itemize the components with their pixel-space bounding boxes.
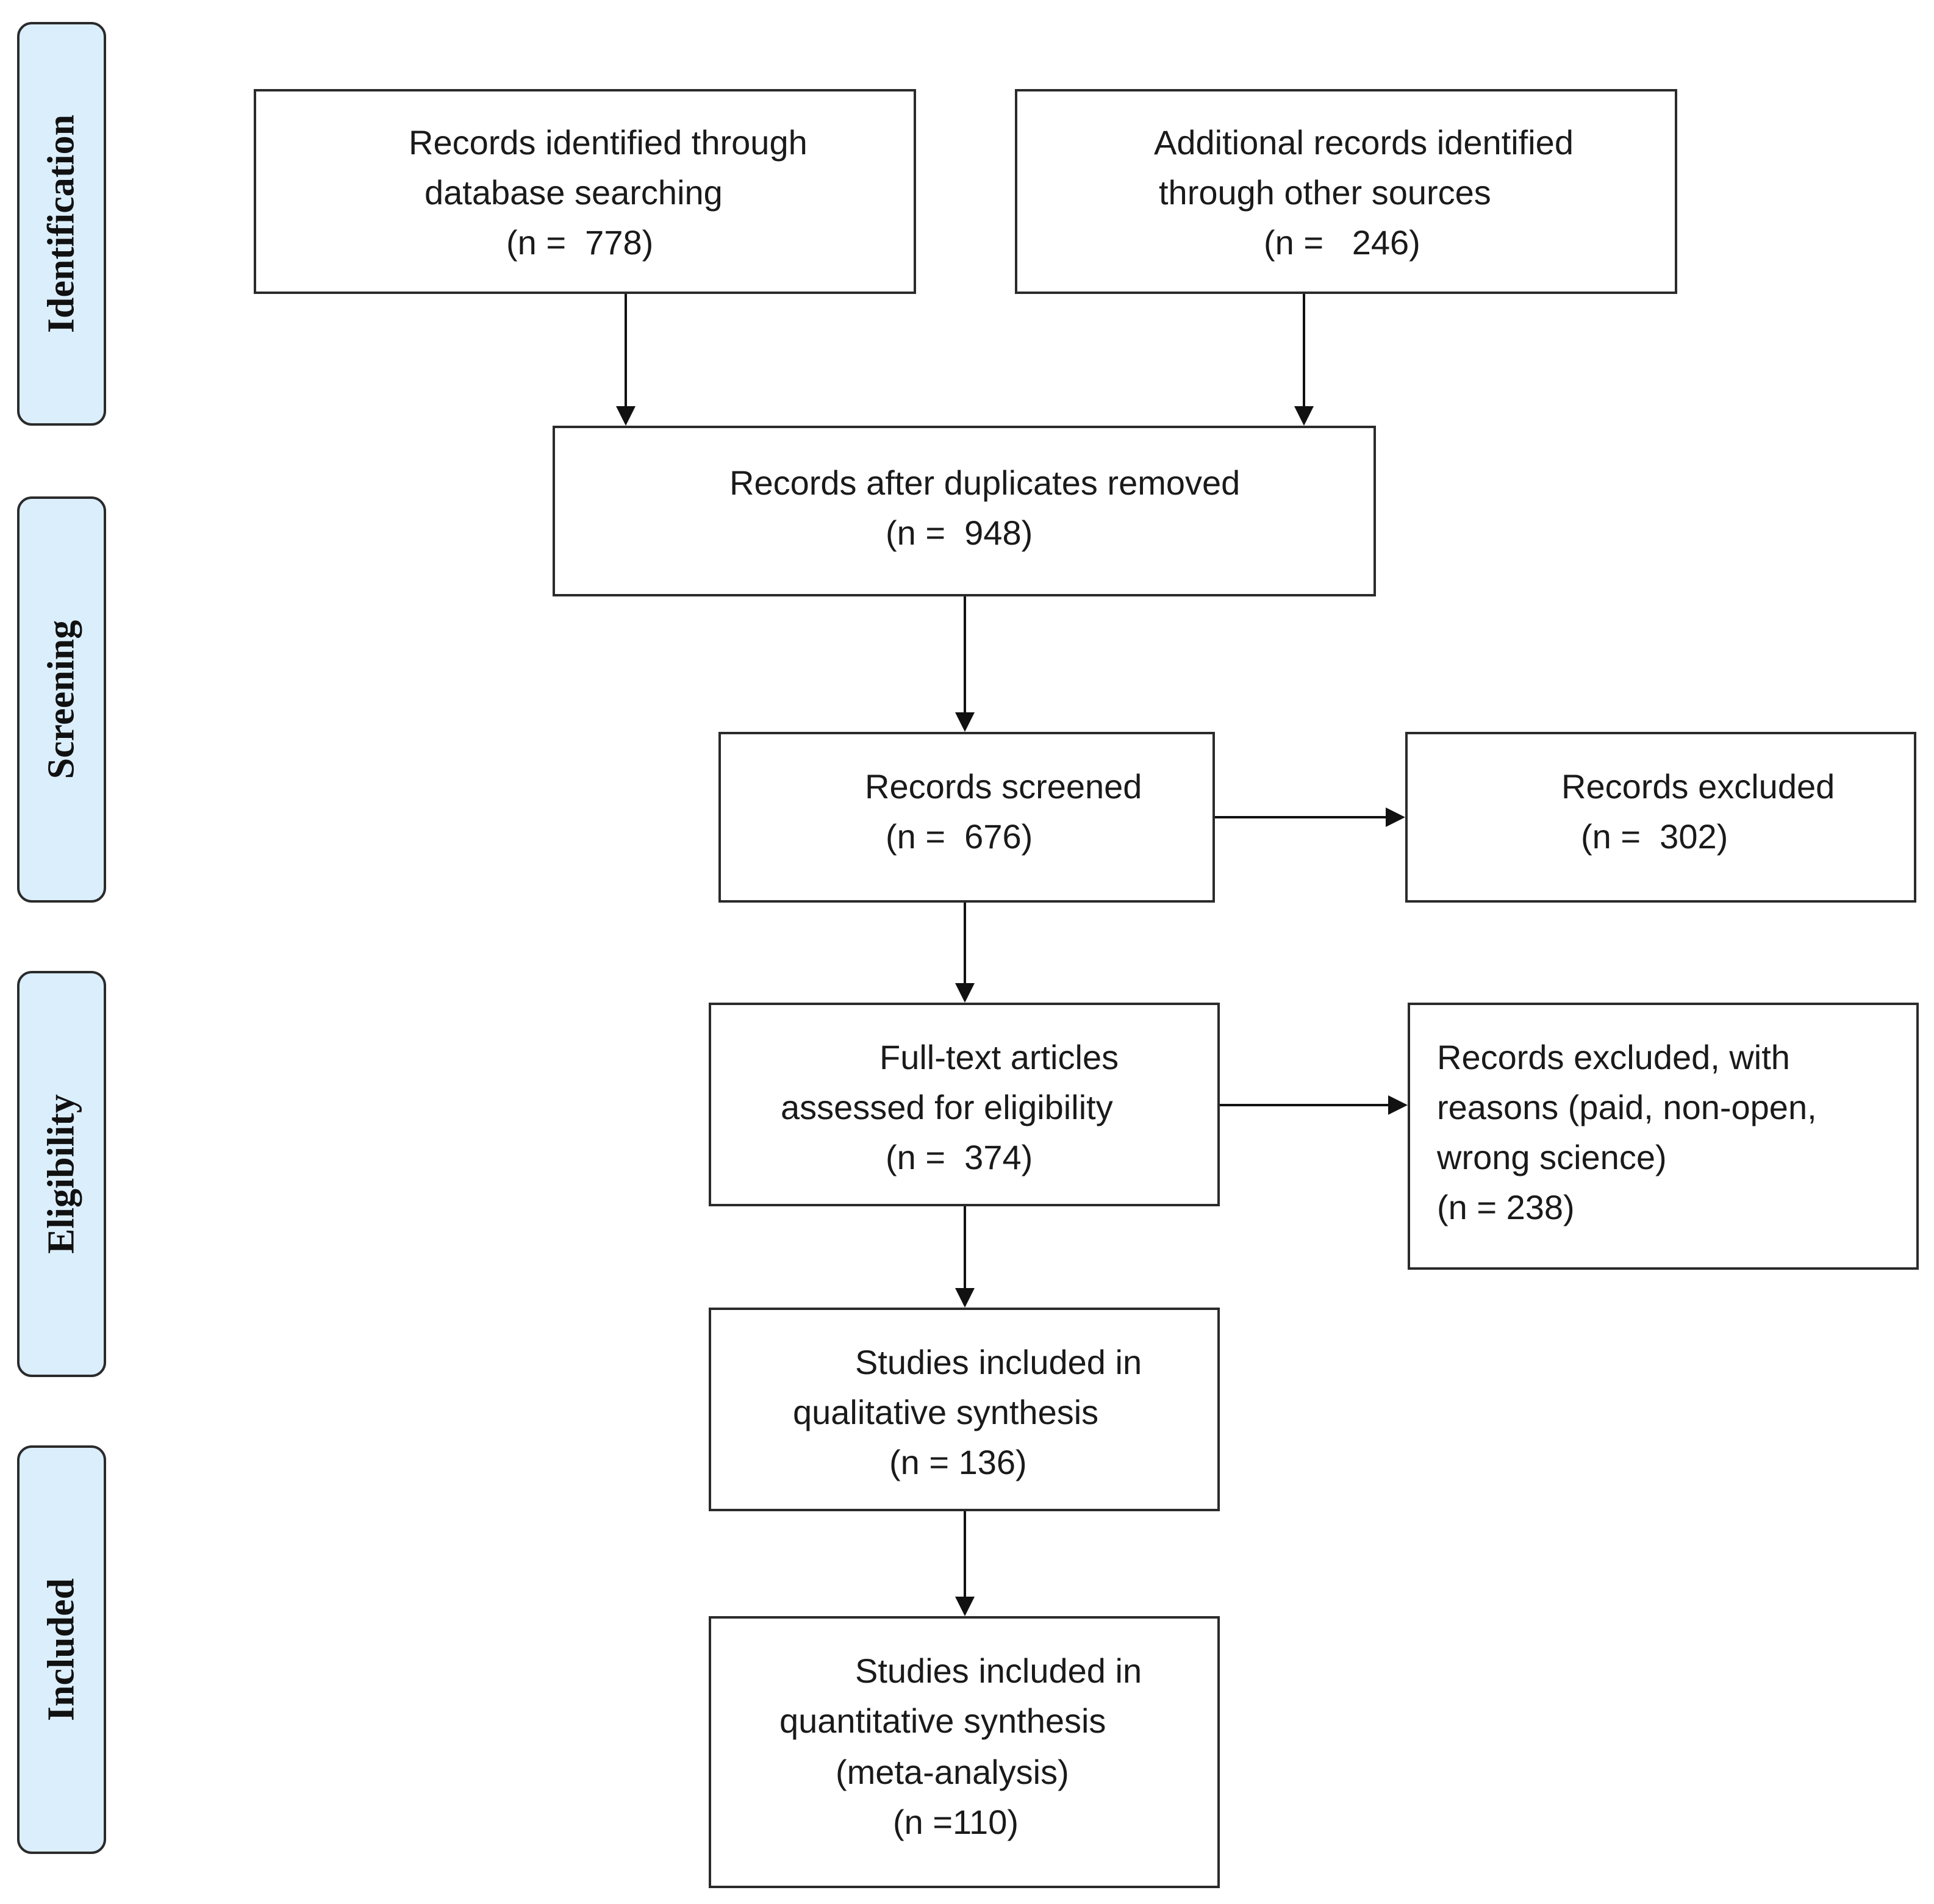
excluded-with-reasons-line2: reasons (paid, non-open, [1437, 1088, 1817, 1126]
database-records-box: Records identified through database sear… [254, 89, 916, 294]
quantitative-synthesis-count: (n =110) [893, 1803, 1019, 1841]
database-records-line1: Records identified through [409, 123, 808, 162]
records-screened-box: Records screened (n = 676) [718, 732, 1215, 903]
fulltext-assessed-line1: Full-text articles [879, 1038, 1119, 1076]
phase-identification: Identification [17, 22, 106, 426]
excluded-with-reasons-count: (n = 238) [1437, 1188, 1575, 1226]
qualitative-synthesis-line2: qualitative synthesis [793, 1393, 1099, 1431]
records-excluded-line1: Records excluded [1561, 767, 1835, 806]
phase-screening: Screening [17, 496, 106, 903]
phase-eligibility: Eligibility [17, 971, 106, 1377]
fulltext-assessed-line2: assessed for eligibility [781, 1088, 1113, 1126]
records-screened-line1: Records screened [865, 767, 1142, 806]
duplicates-removed-count: (n = 948) [886, 514, 1033, 552]
fulltext-assessed-box: Full-text articles assessed for eligibil… [709, 1003, 1220, 1206]
fulltext-assessed-count: (n = 374) [886, 1138, 1033, 1176]
excluded-with-reasons-line3: wrong science) [1437, 1138, 1667, 1176]
other-sources-line1: Additional records identified [1154, 123, 1574, 162]
quantitative-synthesis-box: Studies included in quantitative synthes… [709, 1616, 1220, 1888]
records-screened-count: (n = 676) [886, 817, 1033, 856]
qualitative-synthesis-line1: Studies included in [855, 1343, 1142, 1381]
other-sources-line2: through other sources [1159, 173, 1491, 212]
quantitative-synthesis-line1: Studies included in [855, 1652, 1142, 1690]
excluded-with-reasons-box: Records excluded, with reasons (paid, no… [1408, 1003, 1919, 1270]
duplicates-removed-line1: Records after duplicates removed [729, 463, 1241, 502]
qualitative-synthesis-box: Studies included in qualitative synthesi… [709, 1308, 1220, 1511]
qualitative-synthesis-count: (n = 136) [889, 1443, 1027, 1481]
database-records-line2: database searching [424, 173, 723, 212]
records-excluded-count: (n = 302) [1581, 817, 1728, 856]
excluded-with-reasons-line1: Records excluded, with [1437, 1038, 1790, 1076]
duplicates-removed-box: Records after duplicates removed (n = 94… [553, 426, 1376, 596]
other-sources-count: (n = 246) [1264, 223, 1420, 262]
other-sources-box: Additional records identified through ot… [1015, 89, 1677, 294]
quantitative-synthesis-line2: quantitative synthesis [779, 1702, 1106, 1740]
records-excluded-box: Records excluded (n = 302) [1405, 732, 1916, 903]
database-records-count: (n = 778) [506, 223, 654, 262]
phase-included: Included [17, 1445, 106, 1854]
quantitative-synthesis-line3: (meta-analysis) [836, 1753, 1069, 1791]
